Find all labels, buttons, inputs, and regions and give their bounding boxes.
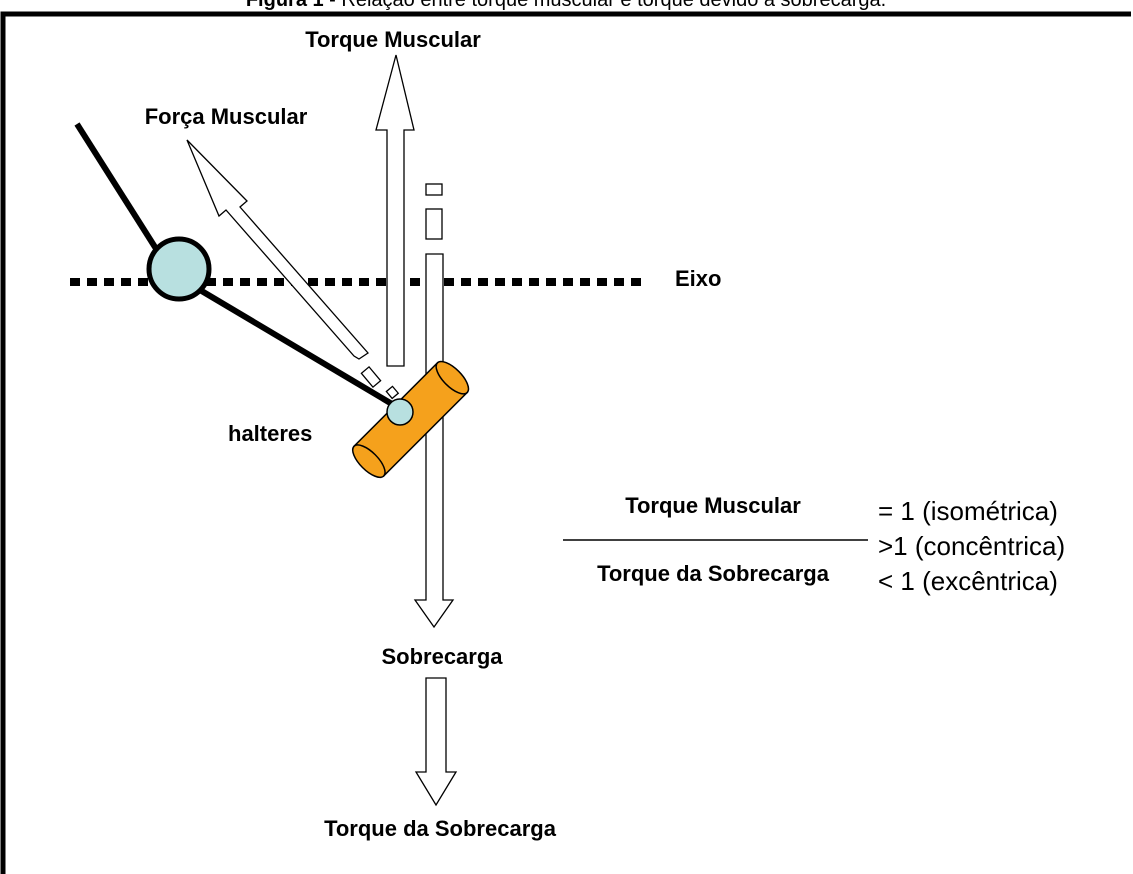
muscle-force-arrow [186, 139, 369, 360]
ratio-denominator: Torque da Sobrecarga [597, 561, 830, 586]
hand-joint [386, 398, 414, 426]
load-label: Sobrecarga [381, 644, 503, 669]
axis-label: Eixo [675, 266, 721, 291]
dumbbell-label: halteres [228, 421, 312, 446]
muscle-torque-arrow [375, 54, 415, 367]
muscle-torque-label: Torque Muscular [305, 27, 481, 52]
forearm-segment [198, 287, 394, 407]
muscle-force-arrow-dash [385, 385, 400, 400]
load-arrow [413, 253, 455, 629]
ratio-numerator: Torque Muscular [625, 493, 801, 518]
load-torque-label: Torque da Sobrecarga [324, 816, 557, 841]
ratio-case-isometric: = 1 (isométrica) [878, 496, 1058, 526]
figure-frame [0, 11, 1131, 874]
muscle-force-arrow-dash [360, 365, 382, 389]
muscle-force-label: Força Muscular [145, 104, 308, 129]
load-arrow-dash [425, 208, 443, 240]
figure-caption-bold: Figura 1 [246, 0, 324, 11]
ratio-case-concentric: >1 (concêntrica) [878, 531, 1065, 561]
figure-caption: Figura 1 - Relação entre torque muscular… [246, 0, 886, 11]
elbow-joint [146, 236, 212, 302]
figure-caption-text: - Relação entre torque muscular e torque… [324, 0, 887, 11]
ratio-case-eccentric: < 1 (excêntrica) [878, 566, 1058, 596]
load-arrow-dash [425, 183, 443, 196]
upper-arm-segment [74, 122, 163, 257]
load-torque-arrow [414, 677, 458, 807]
